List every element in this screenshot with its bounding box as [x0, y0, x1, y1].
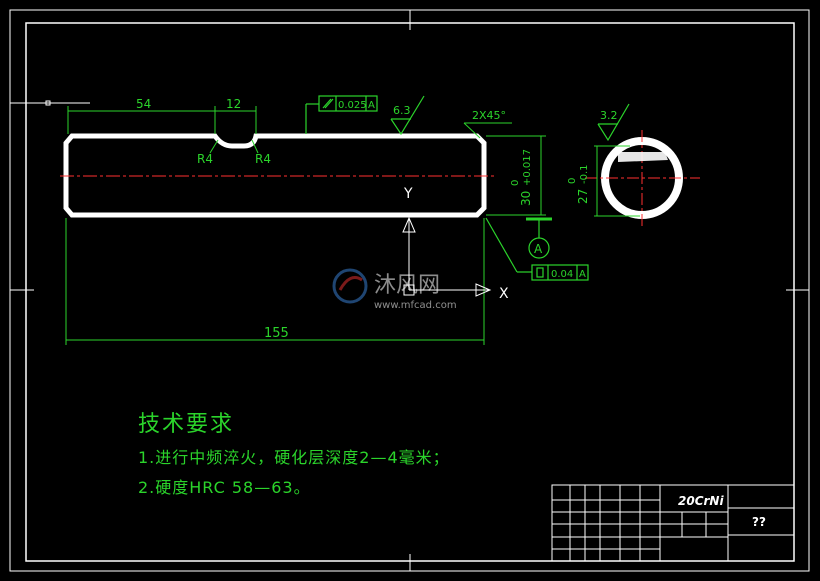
tol-right-datum: A: [579, 269, 586, 280]
roughness-6-3-text: 6.3: [393, 104, 411, 117]
dim-dia-30-text: 30: [519, 191, 533, 206]
centering-marks: [10, 10, 809, 571]
tol-right-value: 0.04: [551, 269, 573, 280]
dim-54-text: 54: [136, 97, 151, 111]
dim-dia-30: [486, 135, 546, 216]
notes-line-2: 2.硬度HRC 58—63。: [138, 478, 311, 497]
watermark-circle-icon: [332, 268, 368, 304]
tolerance-frame-right: [485, 217, 589, 281]
material-text: 20CrNi: [678, 494, 724, 508]
dim-dia-30-upper: +0.017: [522, 149, 533, 186]
watermark-brand: 沐风网: [374, 273, 440, 298]
r-left-text: R4: [197, 152, 213, 166]
chamfer-text: 2X45°: [472, 109, 506, 122]
dim-dia-27-label: 27 0 -0.1: [567, 164, 590, 204]
notes-heading: 技术要求: [138, 412, 235, 437]
tol-top-datum: A: [368, 100, 375, 111]
dim-dia-27: [594, 145, 640, 217]
datum-a-text: A: [534, 242, 543, 256]
dim-155: [65, 218, 485, 345]
technical-requirements: 技术要求 1.进行中频淬火，硬化层深度2—4毫米； 2.硬度HRC 58—63。: [138, 406, 450, 504]
shaft-outline: [63, 133, 487, 218]
axis-y-label: Y: [403, 186, 413, 202]
dim-dia-27-text: 27: [576, 189, 590, 204]
axis-x-label: X: [499, 286, 509, 302]
datum-a-symbol: [526, 217, 552, 259]
ucs-icon: [402, 216, 492, 297]
watermark-site: www.mfcad.com: [374, 300, 457, 311]
dim-dia-30-lower: 0: [510, 180, 521, 186]
dim-12: [215, 106, 257, 134]
dim-dia-27-upper: 0: [567, 178, 578, 184]
roughness-3-2-symbol: [597, 103, 630, 142]
keyway-hatch: [618, 152, 668, 162]
r-right-text: R4: [255, 152, 271, 166]
roughness-6-3-symbol: [390, 95, 425, 136]
tolerance-frame-top: [305, 95, 378, 134]
notes-line-1: 1.进行中频淬火，硬化层深度2—4毫米；: [138, 448, 450, 467]
drawing-name-text: ??: [752, 515, 766, 529]
dim-dia-30-label: 30 0 +0.017: [510, 149, 533, 206]
r-right-leader: [251, 139, 259, 154]
watermark-swoosh-icon: [338, 276, 363, 291]
dim-dia-27-lower: -0.1: [579, 164, 590, 184]
title-block: [551, 484, 795, 562]
roughness-3-2-text: 3.2: [600, 109, 618, 122]
dim-12-text: 12: [226, 97, 241, 111]
watermark-logo: 沐风网 www.mfcad.com: [330, 266, 490, 312]
r-left-leader: [209, 139, 219, 154]
chamfer-leader: [463, 122, 512, 139]
watermark-svg: 沐风网 www.mfcad.com: [332, 268, 457, 311]
dim-155-text: 155: [264, 326, 289, 341]
tol-top-value: 0.025: [338, 100, 367, 111]
